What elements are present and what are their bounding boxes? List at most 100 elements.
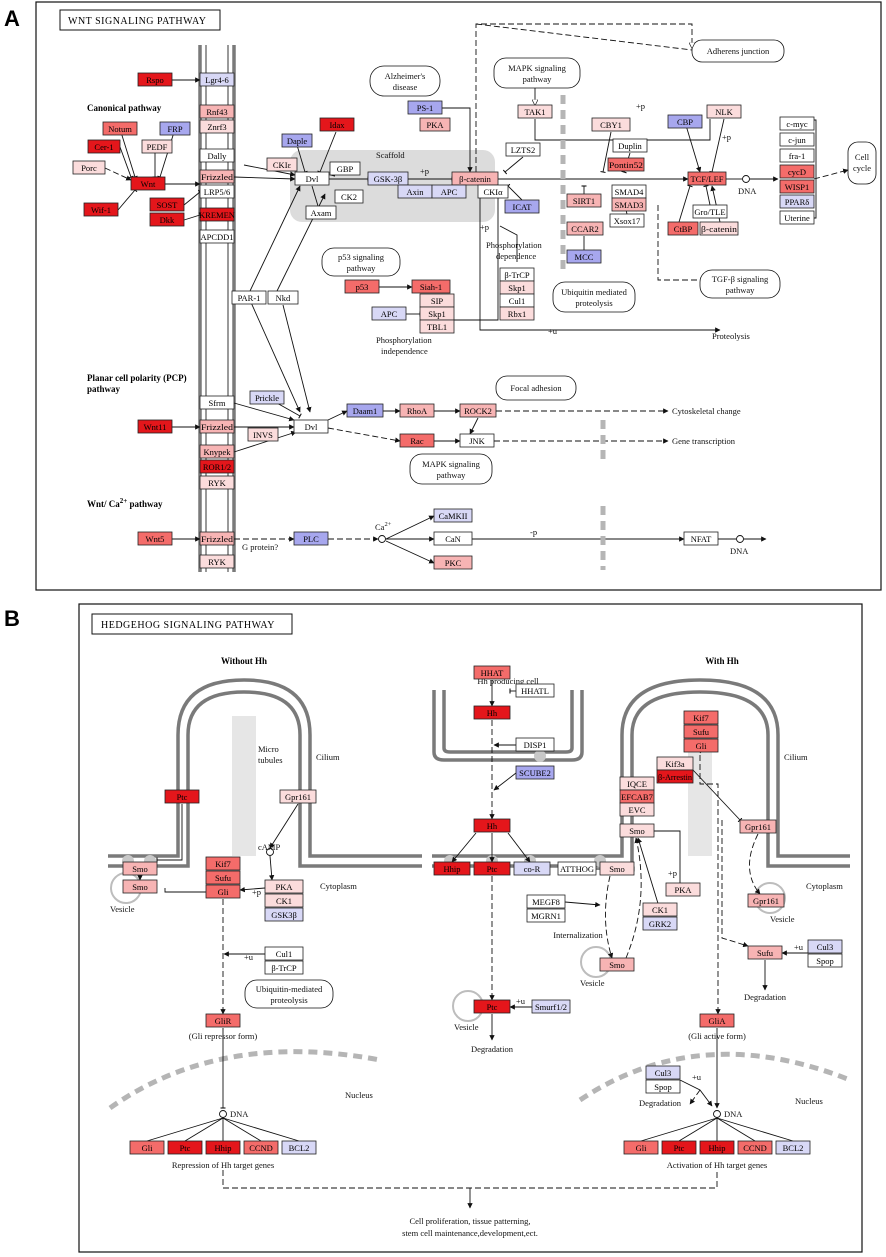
hh-node-label: Gpr161 xyxy=(753,896,779,906)
hh-node-label: Cul1 xyxy=(276,949,293,959)
internalization-label: Internalization xyxy=(553,930,603,940)
wnt-node-sost: SOST xyxy=(149,197,185,212)
hh-node-mgrn1: MGRN1 xyxy=(526,908,566,923)
wnt-node-label: Siah-1 xyxy=(420,282,442,292)
wnt-node-label: Axin xyxy=(407,187,425,197)
wnt-node-duplin: Duplin xyxy=(612,138,648,153)
wnt-node-c-myc: c-myc xyxy=(779,116,815,131)
wnt-node-rbx1: Rbx1 xyxy=(499,306,535,321)
hh-node-sufu: Sufu xyxy=(683,724,719,739)
camp-label: cAMP xyxy=(258,842,280,852)
wnt-node-ppar: PPARδ xyxy=(779,194,815,209)
producing-cell-membrane-outer xyxy=(432,690,584,762)
hh-node-label: Gli xyxy=(218,887,230,897)
wnt-node-catenin: β-catenin xyxy=(451,171,499,186)
hh-node-label: EVC xyxy=(629,805,646,815)
wnt-node-label: PEDF xyxy=(147,142,168,152)
ca-heading-text: Wnt/ Ca xyxy=(87,499,120,509)
hh-node-label: Sufu xyxy=(693,727,710,737)
hh-node-evc: EVC xyxy=(619,802,655,817)
hh-node-label: Ptc xyxy=(487,864,498,874)
wnt-node-rac: Rac xyxy=(399,433,435,448)
hh-node-label: Kif7 xyxy=(693,713,709,723)
hh-node-label: Cul3 xyxy=(817,942,834,952)
wnt-node-fra-1: fra-1 xyxy=(779,148,815,163)
hh-node-bcl2: BCL2 xyxy=(281,1140,317,1155)
wnt-node-apc: APC xyxy=(431,184,467,199)
hh-node-hhip: Hhip xyxy=(699,1140,735,1155)
wnt-node-pedf: PEDF xyxy=(141,139,173,154)
hh-node-co-r: co-R xyxy=(513,861,551,876)
wnt-node-knypek: Knypek xyxy=(199,444,235,459)
wnt-node-label: Dvl xyxy=(305,422,318,432)
ubiq-b-label-2: proteolysis xyxy=(270,995,307,1005)
hh-node-label: GliA xyxy=(709,1016,727,1026)
wnt-node-wnt11: Wnt11 xyxy=(137,419,173,434)
wnt-node-label: Prickle xyxy=(255,393,279,403)
hh-node-gli: Gli xyxy=(683,738,719,753)
wnt-node-label: PS-1 xyxy=(417,103,434,113)
hh-node-label: GSK3β xyxy=(271,910,297,920)
hh-node-label: Smurf1/2 xyxy=(535,1002,567,1012)
hh-node-ck1: CK1 xyxy=(642,902,678,917)
alzheimer-label-1: Alzheimer's xyxy=(385,71,426,81)
wnt-node-can: CaN xyxy=(433,531,473,546)
wnt-node-label: SOST xyxy=(157,200,179,210)
dna-label-b2: DNA xyxy=(724,1109,743,1119)
wnt-node-label: CCAR2 xyxy=(571,224,598,234)
hh-node-ccnd: CCND xyxy=(737,1140,773,1155)
hh-node-label: CCND xyxy=(249,1143,273,1153)
hh-node-smo: Smo xyxy=(122,879,158,894)
wnt-node-dvl: Dvl xyxy=(294,171,330,186)
cilium-membrane-left-inner xyxy=(108,690,422,868)
wnt-node-label: Cer-1 xyxy=(94,142,113,152)
wnt-node-pontin52: Pontin52 xyxy=(607,157,645,172)
panel-b-title: HEDGEHOG SIGNALING PATHWAY xyxy=(91,613,293,635)
phos-dep-1: Phosphorylation xyxy=(486,240,542,250)
wnt-node-cki: CKIε xyxy=(266,157,298,172)
wnt-node-label: WISP1 xyxy=(785,182,810,192)
wnt-node-apc: APC xyxy=(371,306,407,321)
wnt-node-skp1: Skp1 xyxy=(499,280,535,295)
wnt-node-nfat: NFAT xyxy=(683,531,719,546)
cellcycle-label-2: cycle xyxy=(853,163,871,173)
mapk2-label-1: MAPK signaling xyxy=(422,459,481,469)
hh-node-label: Hhip xyxy=(215,1143,232,1153)
phos-ind-1: Phosphorylation xyxy=(376,335,432,345)
hh-node-iqce: IQCE xyxy=(619,776,655,791)
wnt-node-label: NFAT xyxy=(691,534,712,544)
wnt-node-smad4: SMAD4 xyxy=(611,184,647,199)
hh-node-label: Gpr161 xyxy=(285,792,311,802)
wnt-node-label: RhoA xyxy=(407,406,428,416)
hh-node-ptc: Ptc xyxy=(661,1140,697,1155)
alzheimer-bubble: Alzheimer's disease xyxy=(369,65,441,97)
hh-node-smo: Smo xyxy=(599,861,635,876)
mapk-bubble-2: MAPK signaling pathway xyxy=(409,453,493,485)
hh-node-ptc: Ptc xyxy=(473,861,511,876)
hh-node-hh: Hh xyxy=(473,818,511,833)
wnt-node-label: CaMKII xyxy=(439,511,468,521)
hh-node-label: Cul3 xyxy=(655,1068,672,1078)
wnt-node-label: GSK-3β xyxy=(374,174,402,184)
panel-b-letter: B xyxy=(4,606,20,631)
wnt-node-wnt: Wnt xyxy=(130,176,166,191)
cellcycle-label-1: Cell xyxy=(855,152,870,162)
hh-node-cul3: Cul3 xyxy=(645,1065,681,1080)
wnt-node-label: FRP xyxy=(167,124,182,134)
cilium-membrane-right-inner xyxy=(432,690,850,868)
hh-node-kif3a: Kif3a xyxy=(656,756,694,771)
repression-label: Repression of Hh target genes xyxy=(172,1160,274,1170)
wnt-node-label: Wif-1 xyxy=(91,205,111,215)
wnt-node-label: GBP xyxy=(337,164,354,174)
wnt-node-ctbp: CtBP xyxy=(667,221,699,236)
wnt-node-cbp: CBP xyxy=(667,114,703,129)
wnt-node-smad3: SMAD3 xyxy=(611,197,647,212)
wnt-node-par-1: PAR-1 xyxy=(231,290,267,305)
cilium-membrane-left-outer xyxy=(108,678,422,858)
hh-node-label: EFCAB7 xyxy=(621,792,653,802)
wnt-node-label: Znrf3 xyxy=(207,122,226,132)
p53-bubble: p53 signaling pathway xyxy=(321,247,401,277)
mapk1-label-2: pathway xyxy=(523,74,553,84)
wnt-node-rhoa: RhoA xyxy=(399,403,435,418)
wnt-node-label: fra-1 xyxy=(789,151,806,161)
